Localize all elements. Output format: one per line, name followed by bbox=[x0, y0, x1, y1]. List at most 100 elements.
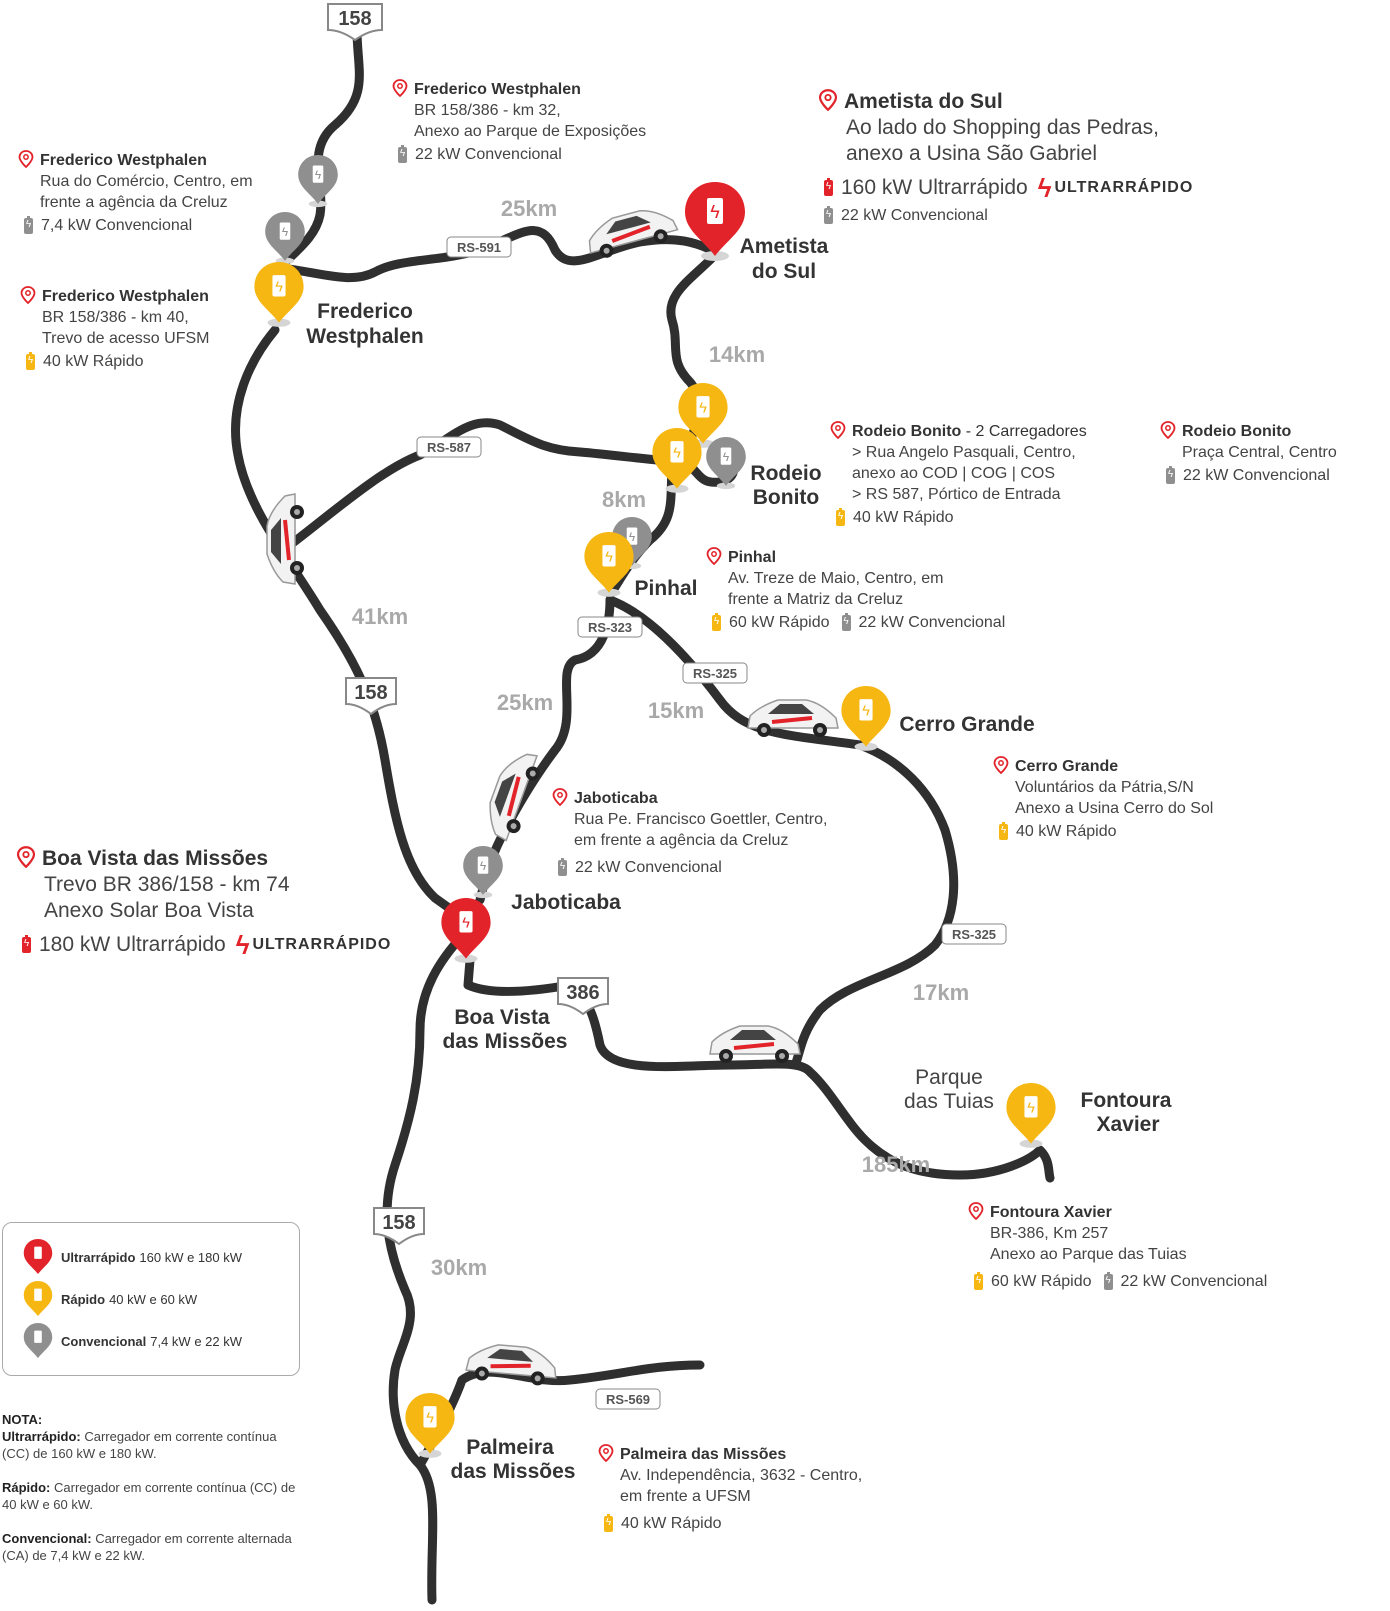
svg-text:ϟ: ϟ bbox=[462, 916, 470, 932]
charger-spec: 22 kW Convencional bbox=[575, 859, 722, 876]
svg-text:ϟ: ϟ bbox=[723, 450, 729, 464]
svg-text:ϟ: ϟ bbox=[862, 704, 870, 720]
battery-rapido-icon bbox=[974, 1271, 983, 1290]
distance-pinhal-jaboticaba: 25km bbox=[497, 690, 553, 715]
svg-text:ϟ: ϟ bbox=[426, 1411, 434, 1427]
battery-convencional-icon bbox=[558, 857, 567, 876]
station-info-jaboticaba: Jaboticaba Rua Pe. Francisco Goettler, C… bbox=[552, 788, 827, 878]
station-address: frente a agência da Creluz bbox=[40, 194, 228, 211]
charger-spec: 40 kW Rápido bbox=[43, 353, 144, 370]
road-label-rs591: RS-591 bbox=[446, 236, 512, 258]
distance-boavista-palmeira: 30km bbox=[431, 1255, 487, 1280]
station-title: Fontoura Xavier bbox=[990, 1204, 1112, 1221]
pin-rapido-rodeio-b: ϟ bbox=[652, 428, 702, 493]
station-address: Av. Treze de Maio, Centro, em bbox=[728, 570, 944, 587]
location-pin-icon bbox=[598, 1444, 614, 1462]
station-address: Rua do Comércio, Centro, em bbox=[40, 173, 253, 190]
station-title: Frederico Westphalen bbox=[40, 152, 207, 169]
rapido-pin-icon bbox=[23, 1281, 53, 1317]
battery-rapido-icon bbox=[999, 821, 1008, 840]
distance-fw-boavista: 41km bbox=[352, 604, 408, 629]
battery-rapido-icon bbox=[604, 1513, 613, 1532]
battery-convencional-icon bbox=[1103, 1271, 1113, 1290]
city-label-cerro: Cerro Grande bbox=[899, 713, 1034, 736]
road-rs325 bbox=[605, 595, 959, 1070]
charger-spec: 160 kW Ultrarrápido bbox=[841, 176, 1028, 199]
station-pins: ϟ ϟ ϟ ϟ ϟ ϟ ϟ ϟ ϟ ϟ ϟ ϟ ϟ ϟ bbox=[254, 155, 1056, 1458]
note-item: Rápido: Carregador em corrente contínua … bbox=[2, 1480, 296, 1512]
svg-text:ϟ: ϟ bbox=[605, 550, 613, 566]
svg-text:RS-569: RS-569 bbox=[606, 1392, 650, 1407]
location-pin-icon bbox=[20, 286, 36, 304]
location-pin-icon bbox=[830, 421, 846, 439]
svg-text:RS-325: RS-325 bbox=[952, 927, 996, 942]
distance-ametista-rodeio: 14km bbox=[709, 342, 765, 367]
location-pin-icon bbox=[392, 79, 408, 97]
location-pin-icon bbox=[18, 150, 34, 168]
station-info-ametista: Ametista do Sul Ao lado do Shopping das … bbox=[818, 89, 1193, 229]
car-icon bbox=[463, 1340, 561, 1389]
distance-pinhal-cerro: 15km bbox=[648, 698, 704, 723]
station-info-fw1: Frederico Westphalen BR 158/386 - km 32,… bbox=[392, 79, 646, 165]
svg-text:RS-587: RS-587 bbox=[427, 440, 471, 455]
charger-spec: 40 kW Rápido bbox=[1016, 823, 1117, 840]
charger-spec: 40 kW Rápido bbox=[621, 1515, 722, 1532]
station-address: Anexo a Usina Cerro do Sol bbox=[1015, 800, 1214, 817]
station-info-fw3: Frederico Westphalen BR 158/386 - km 40,… bbox=[20, 286, 209, 372]
svg-text:ϟ: ϟ bbox=[315, 168, 321, 182]
svg-text:ϟ: ϟ bbox=[282, 225, 288, 239]
note-title: NOTA: bbox=[2, 1412, 43, 1427]
svg-text:158: 158 bbox=[382, 1212, 415, 1234]
pin-ultra-boavista: ϟ bbox=[441, 898, 491, 963]
distance-fw-ametista: 25km bbox=[501, 196, 557, 221]
pin-convencional-jaboticaba: ϟ bbox=[463, 846, 503, 899]
car-icon bbox=[477, 744, 548, 846]
station-address: BR 158/386 - km 32, bbox=[414, 102, 561, 119]
svg-text:158: 158 bbox=[338, 8, 371, 30]
shield-158-south: 158 bbox=[373, 1207, 425, 1246]
battery-rapido-icon bbox=[712, 612, 721, 631]
charger-spec: 60 kW Rápido bbox=[729, 614, 830, 631]
shield-158-mid: 158 bbox=[345, 677, 397, 716]
highway-shields: 158 158 386 158 bbox=[327, 3, 609, 1246]
charger-spec: 60 kW Rápido bbox=[991, 1273, 1092, 1290]
station-title: Frederico Westphalen bbox=[414, 81, 581, 98]
road-label-rs587: RS-587 bbox=[416, 436, 482, 458]
station-address: anexo a Usina São Gabriel bbox=[846, 142, 1097, 165]
station-title: Rodeio Bonito bbox=[1182, 423, 1292, 440]
distance-cerro-br386: 17km bbox=[913, 980, 969, 1005]
battery-convencional-icon bbox=[1166, 465, 1175, 484]
svg-text:158: 158 bbox=[354, 682, 387, 704]
location-pin-icon bbox=[552, 788, 568, 806]
station-info-fw2: Frederico Westphalen Rua do Comércio, Ce… bbox=[18, 150, 253, 236]
location-pin-icon bbox=[818, 89, 838, 111]
station-address: Voluntários da Pátria,S/N bbox=[1015, 779, 1194, 796]
pin-ultra-ametista: ϟ bbox=[685, 182, 745, 261]
station-info-pinhal: Pinhal Av. Treze de Maio, Centro, em fre… bbox=[706, 547, 1005, 633]
battery-rapido-icon bbox=[836, 507, 845, 526]
station-address: em frente a UFSM bbox=[620, 1488, 751, 1505]
station-address: Anexo ao Parque de Exposições bbox=[414, 123, 647, 140]
station-info-boavista: Boa Vista das Missões Trevo BR 386/158 -… bbox=[16, 846, 391, 958]
station-title: Pinhal bbox=[728, 549, 777, 566]
note-item: Ultrarrápido: Carregador em corrente con… bbox=[2, 1429, 277, 1461]
battery-convencional-icon bbox=[398, 144, 407, 163]
station-info-fontoura: Fontoura Xavier BR-386, Km 257 Anexo ao … bbox=[968, 1202, 1267, 1292]
station-title: Cerro Grande bbox=[1015, 758, 1119, 775]
note: NOTA: Ultrarrápido: Carregador em corren… bbox=[2, 1411, 302, 1581]
svg-text:RS-591: RS-591 bbox=[457, 240, 501, 255]
battery-ultra-icon bbox=[824, 178, 833, 196]
station-address: em frente a agência da Creluz bbox=[574, 832, 789, 849]
station-title: Rodeio Bonito - 2 Carregadores bbox=[852, 423, 1087, 440]
pin-rapido-palmeira: ϟ bbox=[405, 1393, 455, 1458]
station-address: > RS 587, Pórtico de Entrada bbox=[852, 486, 1061, 503]
svg-text:386: 386 bbox=[566, 982, 599, 1004]
